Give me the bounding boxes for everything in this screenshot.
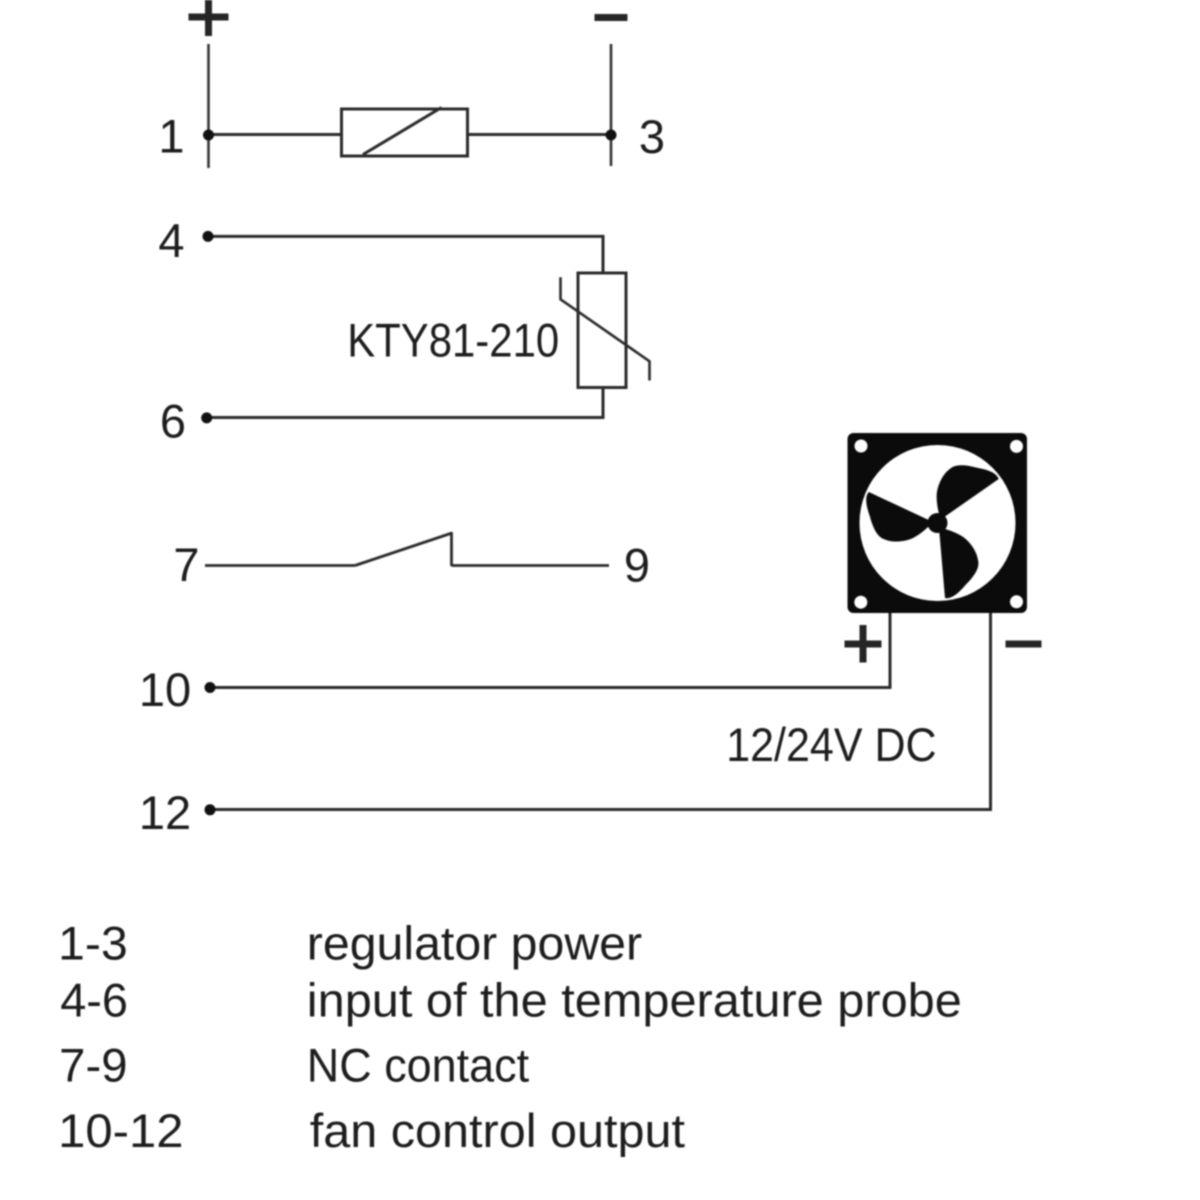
svg-text:KTY81-210: KTY81-210 — [347, 314, 559, 367]
svg-text:6: 6 — [160, 395, 186, 448]
svg-text:12: 12 — [139, 786, 191, 839]
svg-text:7-9: 7-9 — [59, 1039, 127, 1092]
svg-text:1: 1 — [158, 110, 184, 163]
svg-text:3: 3 — [639, 110, 665, 163]
svg-text:fan control output: fan control output — [310, 1104, 685, 1157]
svg-text:regulator power: regulator power — [307, 917, 642, 970]
svg-text:4: 4 — [158, 214, 184, 267]
svg-text:12/24V DC: 12/24V DC — [726, 718, 936, 771]
svg-text:1-3: 1-3 — [58, 917, 128, 970]
svg-text:9: 9 — [624, 539, 650, 592]
svg-text:10-12: 10-12 — [58, 1104, 183, 1157]
svg-text:NC contact: NC contact — [307, 1039, 529, 1092]
svg-text:10: 10 — [139, 663, 191, 716]
svg-text:7: 7 — [173, 538, 199, 591]
svg-text:input of the temperature probe: input of the temperature probe — [307, 974, 962, 1027]
svg-text:4-6: 4-6 — [60, 974, 128, 1027]
